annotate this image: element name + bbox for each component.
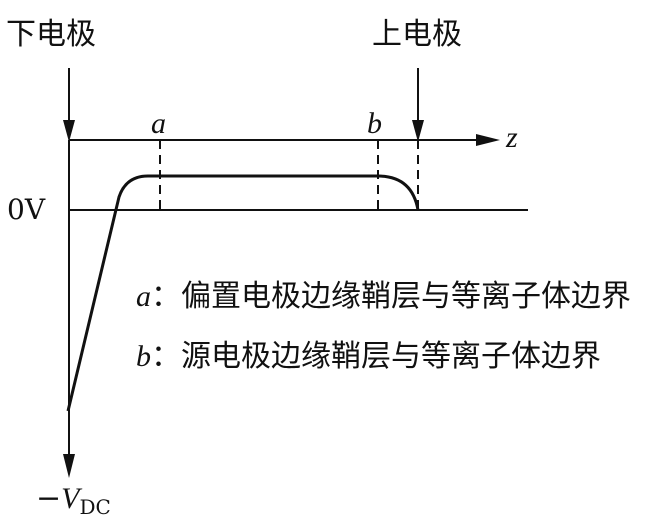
legend-b: b：源电极边缘鞘层与等离子体边界 xyxy=(136,339,601,374)
neg-vdc-label: −VDC xyxy=(36,481,111,519)
lower-electrode-arrowhead xyxy=(63,120,75,142)
potential-curve xyxy=(66,174,420,412)
legend-b-text: ：源电极边缘鞘层与等离子体边界 xyxy=(151,339,601,374)
z-axis-label: z xyxy=(505,121,518,154)
neg-vdc-prefix: − xyxy=(36,481,61,516)
lower-electrode-label: 下电极 xyxy=(6,17,96,52)
potential-axis-arrowhead xyxy=(63,454,75,478)
legend-a: a：偏置电极边缘鞘层与等离子体边界 xyxy=(136,279,631,314)
point-a-label: a xyxy=(151,107,166,140)
upper-electrode-label: 上电极 xyxy=(372,17,462,52)
z-axis-arrowhead xyxy=(476,134,500,146)
zero-volt-label: 0V xyxy=(7,193,46,226)
upper-electrode-arrowhead xyxy=(412,120,424,142)
legend-b-key: b xyxy=(136,340,151,373)
neg-vdc-subscript: DC xyxy=(79,495,110,519)
legend-a-text: ：偏置电极边缘鞘层与等离子体边界 xyxy=(151,279,631,314)
legend-a-key: a xyxy=(136,280,151,313)
point-b-label: b xyxy=(367,107,382,140)
neg-vdc-variable: V xyxy=(61,482,83,515)
